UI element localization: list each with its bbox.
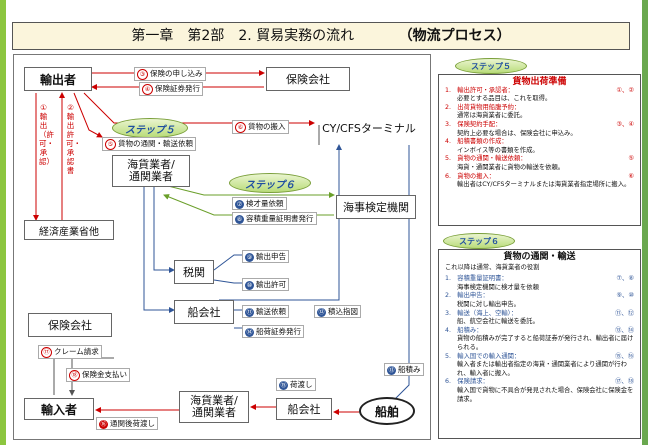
right2-item-refs: ⑨、⑩ <box>616 292 634 300</box>
right2-intro: これ以降は通常、海貨業者の役割 <box>445 263 540 271</box>
label-2: ②輸出許可・承認書 <box>66 103 81 175</box>
right1-item: 6. 貨物の搬入： ⑥ <box>445 173 634 182</box>
right1-item-title: 3. 保険契約手配： <box>445 120 502 128</box>
right2-item-refs: ⑪、⑫ <box>615 309 634 317</box>
node-forwarder-bottom: 海貨業者/ 通関業者 <box>179 391 249 423</box>
node-shipping-co-bottom: 船会社 <box>276 398 332 420</box>
step5-badge: ステップ５ <box>112 118 188 138</box>
right2-item: 2. 輸出申告： ⑨、⑩ <box>445 292 634 301</box>
node-ship: 船舶 <box>359 397 415 425</box>
right1-item: 5. 貨物の通関・輸送依頼： ⑤ <box>445 155 634 164</box>
right2-item: 5. 輸入国での輸入通関： ⑮、⑯ <box>445 353 634 362</box>
right2-item-title: 4. 船積み： <box>445 326 483 334</box>
right1-item-desc: 通常は海貨業者に委託。 <box>457 112 527 120</box>
right1-item-refs: ③、④ <box>616 120 634 128</box>
right1-item-title: 2. 出荷貨物用船腹予約： <box>445 103 521 111</box>
node-forwarder-top: 海貨業者/ 通関業者 <box>112 155 190 187</box>
right2-item-desc: 輸入国で貨物に不具合が発見された場合、保険会社に保険金を請求。 <box>457 386 634 403</box>
right1-item-desc: 必要とする品目は、これを取得。 <box>457 95 552 103</box>
right1-item: 1. 輸出許可・承認者： ①、② <box>445 87 634 96</box>
right2-heading: 貨物の通関・輸送 <box>503 252 576 262</box>
right1-item-title: 6. 貨物の搬入： <box>445 172 496 180</box>
node-inspection: 海事検定機関 <box>336 195 416 219</box>
right2-item-desc: 貨物の船積みが完了すると船荷証券が発行され、輸出者に届けられる。 <box>457 335 634 351</box>
right1-item-title: 1. 輸出許可・承認者： <box>445 86 514 94</box>
node-exporter: 輸出者 <box>24 67 92 91</box>
right2-step-badge: ステップ６ <box>443 233 515 249</box>
right2-item-desc: 税関に対し輸出申告。 <box>457 300 520 308</box>
right2-item-title: 6. 保険請求： <box>445 378 489 386</box>
right1-item: 3. 保険契約手配： ③、④ <box>445 121 634 130</box>
flow-diagram: 輸出者 保険会社 CY/CFSターミナル 海貨業者/ 通関業者 海事検定機関 税… <box>13 54 431 440</box>
right1-item-desc: 輸出者はCY/CFSターミナルまたは海貨業者指定場所に搬入。 <box>457 181 631 189</box>
right1-item-refs: ⑥ <box>628 172 634 180</box>
node-insurance-top: 保険会社 <box>266 67 350 91</box>
right1-item-desc: 海貨・通関業者に貨物の輸送を依頼。 <box>457 163 565 171</box>
right2-item-title: 2. 輸出申告： <box>445 292 489 300</box>
right1-heading: 貨物出荷準備 <box>512 77 567 87</box>
right1-item-title: 5. 貨物の通関・輸送依頼： <box>445 155 527 163</box>
right2-item-refs: ⑦、⑧ <box>616 275 634 283</box>
node-cy-cfs: CY/CFSターミナル <box>322 122 416 135</box>
right2-item-desc: 船、航空会社に輸送を委託。 <box>457 318 539 326</box>
right1-item-desc: 契約上必要な場合は、保険会社に申込み。 <box>457 129 577 137</box>
right2-item-refs: ⑮、⑯ <box>615 352 634 360</box>
right2-item-desc: 海事検定機関に検才量を依頼 <box>457 283 539 291</box>
right2-item: 6. 保険請求： ⑰、⑱ <box>445 378 634 387</box>
right1-step-badge: ステップ５ <box>455 58 527 74</box>
page-title: 第一章 第2部 2. 貿易実務の流れ （物流プロセス） <box>12 22 630 50</box>
title-main: 第一章 第2部 2. 貿易実務の流れ <box>131 28 355 44</box>
node-importer: 輸入者 <box>24 398 94 420</box>
right2-item: 4. 船積み： ⑬、⑭ <box>445 327 634 336</box>
node-insurance-bottom: 保険会社 <box>28 313 112 337</box>
node-meti: 経済産業省他 <box>24 220 114 240</box>
right-panel-step5: 貨物出荷準備 1. 輸出許可・承認者： ①、② 必要とする品目は、これを取得。2. … <box>438 74 641 226</box>
right1-list: 1. 輸出許可・承認者： ①、② 必要とする品目は、これを取得。2. 出荷貨物用船腹… <box>445 87 634 190</box>
right-panel-step6: 貨物の通関・輸送 これ以降は通常、海貨業者の役割 1. 容積重量証明書： ⑦、⑧ 海… <box>438 249 641 439</box>
right2-item-refs: ⑬、⑭ <box>615 326 634 334</box>
right2-item-refs: ⑰、⑱ <box>615 378 634 386</box>
node-shipping-co-mid: 船会社 <box>174 300 234 324</box>
right1-item: 4. 船積書類の作成： <box>445 138 634 147</box>
step6-badge: ステップ６ <box>229 173 311 193</box>
right1-item-refs: ①、② <box>616 86 634 94</box>
right2-item-title: 1. 容積重量証明書： <box>445 275 508 283</box>
label-1: ①輸出（許可・承認） <box>39 103 54 166</box>
node-customs: 税関 <box>174 260 214 284</box>
right2-item-desc: 輸入者または輸出者指定の海貨・通関業者により通関が行われ、輸入者に搬入。 <box>457 361 627 377</box>
right2-item-title: 5. 輸入国での輸入通関： <box>445 352 521 360</box>
right1-item-title: 4. 船積書類の作成： <box>445 138 508 146</box>
right1-item-desc: インボイス等の書類を作成。 <box>457 146 539 154</box>
right2-item: 1. 容積重量証明書： ⑦、⑧ <box>445 275 634 284</box>
right2-item: 3. 輸送（海上、空輸）： ⑪、⑫ <box>445 310 634 319</box>
right2-item-title: 3. 輸送（海上、空輸）： <box>445 309 518 317</box>
right1-item-refs: ⑤ <box>628 155 634 163</box>
right1-item: 2. 出荷貨物用船腹予約： <box>445 104 634 113</box>
title-sub: （物流プロセス） <box>398 28 511 44</box>
